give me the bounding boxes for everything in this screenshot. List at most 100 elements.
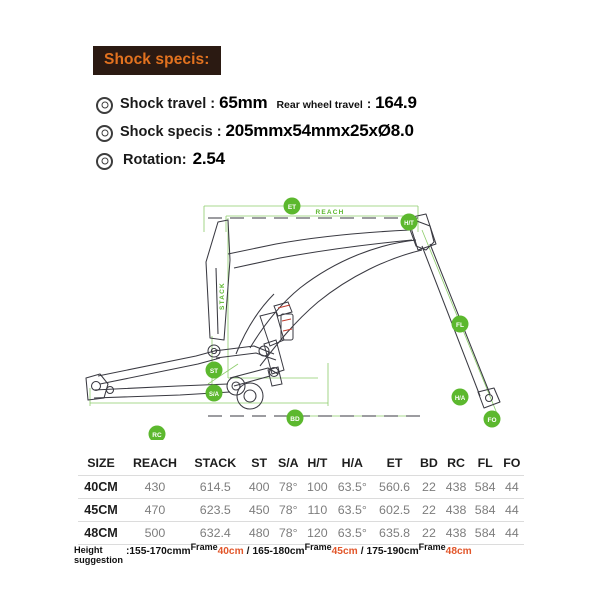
col-et: ET <box>386 456 403 470</box>
cell-ha: 63.5° <box>337 526 367 540</box>
frame-size-3: 48cm <box>445 546 472 557</box>
svg-text:ET: ET <box>288 204 296 211</box>
spec-label-rotation: Rotation: <box>123 152 187 168</box>
col-st: ST <box>251 456 268 470</box>
table-header-row: SIZE REACH STACK ST S/A H/T H/A ET BD RC… <box>78 452 524 476</box>
cell-rc: 438 <box>445 480 467 494</box>
cell-ha: 63.5° <box>337 480 367 494</box>
cell-fl: 584 <box>474 480 496 494</box>
spec-value-shock-specis: 205mmx54mmx25xØ8.0 <box>225 121 414 140</box>
spec-colon-rear-wheel: : <box>366 96 372 111</box>
cell-et: 560.6 <box>379 480 411 494</box>
col-fl: FL <box>477 456 493 470</box>
spec-label-rear-wheel-travel: Rear wheel travel <box>276 99 363 111</box>
spec-colon: : <box>210 96 216 112</box>
height-range-2: 165-180cm <box>252 546 305 557</box>
cell-stack: 632.4 <box>199 526 231 540</box>
svg-text:H/T: H/T <box>404 221 414 227</box>
cell-reach: 500 <box>144 526 166 540</box>
col-size: SIZE <box>87 456 115 470</box>
frame-word-1: Frame <box>190 542 218 552</box>
cell-stack: 623.5 <box>199 503 231 517</box>
table-row: 40CM 430 614.5 400 78° 100 63.5° 560.6 2… <box>78 476 524 499</box>
col-bd: BD <box>419 456 438 470</box>
height-suggestion-label-line2: suggestion <box>74 555 124 566</box>
cell-ht: 120 <box>306 526 328 540</box>
col-reach: REACH <box>132 456 177 470</box>
frame-word-3: Frame <box>418 542 446 552</box>
separator-1: / <box>246 546 250 557</box>
spec-value-rear-wheel-travel: 164.9 <box>375 93 417 112</box>
cell-ht: 100 <box>306 480 328 494</box>
shock-specis-badge: Shock specis: <box>93 46 221 75</box>
cell-ht: 110 <box>307 503 328 517</box>
col-ht: H/T <box>307 456 328 470</box>
cell-et: 602.5 <box>379 503 411 517</box>
cell-ha: 63.5° <box>337 503 367 517</box>
table-row: 45CM 470 623.5 450 78° 110 63.5° 602.5 2… <box>78 499 524 522</box>
callout-HA: H/A <box>451 388 469 406</box>
spec-colon: : <box>216 124 222 140</box>
rear-shock <box>259 301 294 387</box>
col-sa: S/A <box>277 456 299 470</box>
height-suggestion-label-line1: Height <box>74 545 103 555</box>
spec-label-shock-specis: Shock specis <box>120 124 213 140</box>
spec-row-rotation: Rotation: 2.54 <box>96 149 526 173</box>
cell-rc: 438 <box>445 503 467 517</box>
svg-text:S/A: S/A <box>209 392 220 398</box>
cell-reach: 430 <box>144 480 166 494</box>
shock-spec-list: Shock travel : 65mm Rear wheel travel : … <box>96 93 526 177</box>
cell-fo: 44 <box>504 526 519 540</box>
cell-sa: 78° <box>278 526 298 540</box>
cell-st: 450 <box>248 503 270 517</box>
cell-fo: 44 <box>504 503 519 517</box>
bike-frame-geometry-diagram: ET H/T ST S/A BD <box>78 188 528 440</box>
cell-st: 480 <box>248 526 270 540</box>
table-row: 48CM 500 632.4 480 78° 120 63.5° 635.8 2… <box>78 522 524 545</box>
cell-bd: 22 <box>422 480 436 494</box>
svg-text:H/A: H/A <box>455 396 466 402</box>
height-range-1: :155-170cmm <box>126 546 191 557</box>
geometry-table: SIZE REACH STACK ST S/A H/T H/A ET BD RC… <box>78 452 524 545</box>
cell-fo: 44 <box>504 480 519 494</box>
callout-SA: S/A <box>205 384 223 402</box>
frame-word-2: Frame <box>304 542 332 552</box>
label-reach: REACH <box>315 209 344 216</box>
cell-bd: 22 <box>422 526 436 540</box>
col-stack: STACK <box>194 456 237 470</box>
cell-size: 40CM <box>84 480 118 494</box>
cell-rc: 438 <box>445 526 467 540</box>
callout-FL: FL <box>451 315 469 333</box>
double-ring-bullet-icon <box>96 96 113 114</box>
cell-fl: 584 <box>474 526 496 540</box>
cell-fl: 584 <box>474 503 496 517</box>
col-rc: RC <box>447 456 466 470</box>
height-suggestion-values: :155-170cmm Frame 40cm / 165-180cm Frame… <box>126 542 472 557</box>
spec-value-rotation: 2.54 <box>192 149 225 168</box>
dimension-callouts: ET H/T ST S/A BD <box>148 197 501 440</box>
svg-text:FO: FO <box>487 417 496 424</box>
svg-text:ST: ST <box>210 368 218 375</box>
cell-sa: 78° <box>278 503 298 517</box>
spec-row-shock-specis: Shock specis : 205mmx54mmx25xØ8.0 <box>96 121 526 145</box>
callout-RC: RC <box>148 425 166 440</box>
double-ring-bullet-icon <box>96 124 113 142</box>
cell-bd: 22 <box>422 503 436 517</box>
dimension-lines <box>89 205 499 417</box>
label-stack: STACK <box>219 282 226 310</box>
cell-size: 45CM <box>84 503 118 517</box>
frame-size-2: 45cm <box>331 546 358 557</box>
spec-row-shock-travel: Shock travel : 65mm Rear wheel travel : … <box>96 93 526 117</box>
spec-label-shock-travel: Shock travel <box>120 96 207 112</box>
frame-size-1: 40cm <box>217 546 244 557</box>
callout-BD: BD <box>286 409 304 427</box>
callout-HT: H/T <box>400 213 418 231</box>
frame-outline <box>85 213 501 410</box>
double-ring-bullet-icon <box>96 152 113 170</box>
cell-stack: 614.5 <box>199 480 231 494</box>
svg-text:BD: BD <box>290 416 300 423</box>
shock-accent <box>277 304 293 332</box>
col-fo: FO <box>503 456 521 470</box>
height-range-3: 175-190cm <box>366 546 419 557</box>
